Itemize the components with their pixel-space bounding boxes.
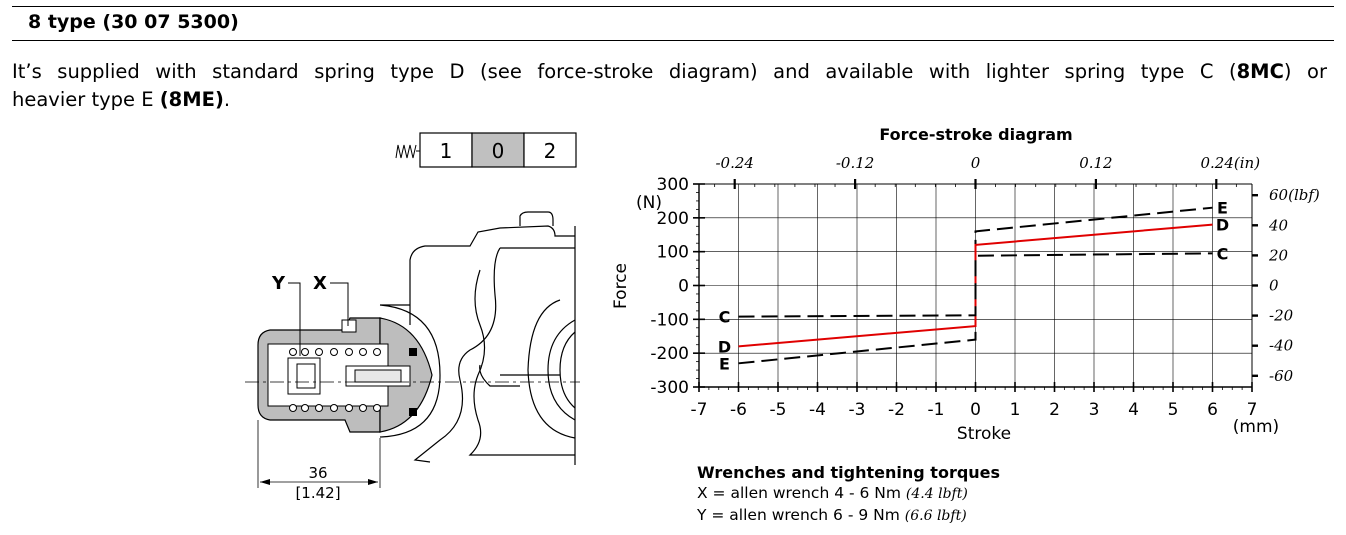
y-axis-title: Force (611, 263, 631, 309)
chart-grid (699, 184, 1252, 387)
series-e-label-left: E (719, 354, 730, 373)
position-symbol: 1 0 2 (395, 132, 577, 168)
right-tick-label: 40 (1268, 216, 1289, 234)
wrench-y-text: Y = allen wrench 6 - 9 Nm (697, 506, 905, 524)
intro-line-2: heavier type E (8ME). (12, 86, 230, 114)
x-tick-label: 4 (1128, 400, 1139, 420)
series-c-line (738, 252, 1213, 318)
spring-coils-icon (289, 348, 381, 412)
x-tick-label: -1 (928, 400, 945, 420)
y-axis-unit: (N) (636, 193, 662, 213)
x-tick-label: 5 (1168, 400, 1179, 420)
series-d-label-left: D (718, 337, 731, 356)
wrench-x-imperial: (4.4 lbft) (905, 486, 968, 502)
top-tick-label: 0.24(in) (1201, 154, 1261, 172)
x-tick-label: 1 (1010, 400, 1021, 420)
y-tick-label: -100 (650, 310, 689, 330)
section-title: 8 type (30 07 5300) (28, 11, 239, 33)
x-tick-label: -7 (691, 400, 708, 420)
top-tick-label: -0.24 (715, 154, 753, 172)
wrench-x-line: X = allen wrench 4 - 6 Nm (4.4 lbft) (697, 483, 1000, 505)
right-tick-label: 20 (1268, 246, 1289, 264)
header-bottom-rule (12, 40, 1334, 41)
wrench-x-text: X = allen wrench 4 - 6 Nm (697, 484, 906, 502)
chart-axes (693, 179, 1258, 392)
wrench-title: Wrenches and tightening torques (697, 463, 1001, 482)
label-x: X (313, 273, 327, 294)
intro-text-2b: . (223, 88, 231, 111)
y-tick-label: -200 (650, 344, 689, 364)
y-tick-label: -300 (650, 378, 689, 398)
right-tick-label: -20 (1269, 307, 1294, 325)
y-tick-label: 200 (657, 209, 689, 229)
x-tick-label: 6 (1207, 400, 1218, 420)
x-tick-label: 7 (1247, 400, 1258, 420)
label-y: Y (271, 273, 286, 294)
y-tick-label: 100 (657, 243, 689, 263)
series-e-line (738, 206, 1213, 365)
chart-series (738, 206, 1213, 365)
x-axis-unit: (mm) (1233, 417, 1279, 437)
dimension-in: [1.42] (295, 484, 340, 502)
y-tick-label: 0 (678, 277, 689, 297)
x-tick-label: -2 (888, 400, 905, 420)
x-tick-label: 3 (1089, 400, 1100, 420)
series-c-label-right: C (1217, 244, 1229, 263)
wrench-y-line: Y = allen wrench 6 - 9 Nm (6.6 lbft) (697, 505, 1000, 527)
wrench-info: Wrenches and tightening torques X = alle… (697, 462, 1000, 527)
spring-symbol-icon (395, 144, 417, 159)
wrench-y-imperial: (6.6 lbft) (904, 508, 967, 524)
x-tick-label: -4 (809, 400, 826, 420)
x-tick-label: 2 (1049, 400, 1060, 420)
x-tick-label: 0 (970, 400, 981, 420)
dimension-mm: 36 (308, 464, 327, 482)
header-top-rule (12, 6, 1334, 7)
detent-cover (257, 317, 433, 433)
intro-text-1a: It’s supplied with standard spring type … (12, 60, 1237, 83)
intro-line-1: It’s supplied with standard spring type … (12, 58, 1327, 86)
intro-text-2a: heavier type E (12, 88, 160, 111)
x-tick-label: -6 (730, 400, 747, 420)
position-2-label: 2 (544, 139, 557, 163)
top-tick-label: -0.12 (836, 154, 874, 172)
series-e-label-right: E (1217, 199, 1228, 218)
right-tick-label: 60(lbf) (1269, 186, 1320, 204)
force-stroke-chart: Force-stroke diagram -7 -6 -5 -4 -3 -2 -1 0 1 2 3 4… (611, 125, 1320, 444)
position-1-label: 1 (440, 139, 453, 163)
chart-title: Force-stroke diagram (879, 125, 1072, 144)
y-tick-label: 300 (657, 175, 689, 195)
x-tick-label: -3 (849, 400, 866, 420)
section-header: 8 type (30 07 5300) (12, 6, 1334, 42)
top-tick-label: 0.12 (1079, 154, 1112, 172)
position-0-label: 0 (492, 139, 505, 163)
series-c-label-left: C (719, 308, 731, 327)
valve-body (379, 211, 576, 465)
x-tick-label: -5 (770, 400, 787, 420)
right-tick-label: 0 (1269, 277, 1279, 295)
top-tick-label: 0 (971, 154, 981, 172)
x-axis-title: Stroke (957, 424, 1011, 444)
series-d-label-right: D (1216, 216, 1229, 235)
right-tick-label: -40 (1269, 337, 1294, 355)
intro-text-8me: (8ME) (159, 88, 224, 111)
intro-text-8mc: 8MC (1236, 60, 1284, 83)
intro-text-1b: ) or (1283, 60, 1327, 83)
right-tick-label: -60 (1269, 367, 1294, 385)
valve-drawing: 1 0 2 (245, 132, 580, 502)
